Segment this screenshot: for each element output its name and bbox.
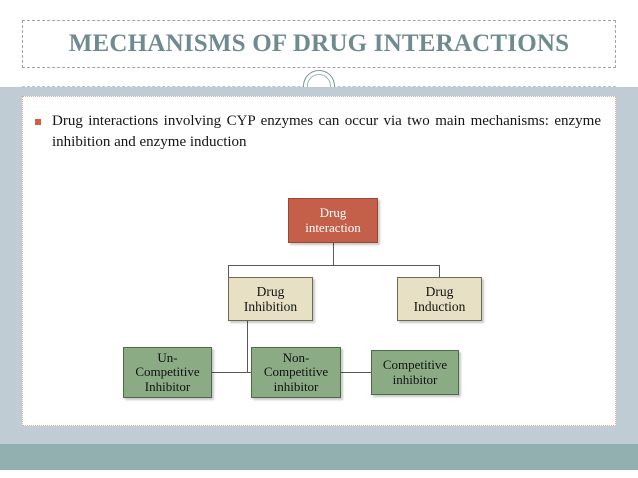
footer-band-white bbox=[0, 470, 638, 478]
connector-drop-induction bbox=[439, 265, 440, 280]
connector-split-bar bbox=[228, 265, 439, 266]
node-drug-induction-line2: Induction bbox=[413, 299, 466, 314]
node-noncompetitive-inhibitor-line2: Competitive bbox=[263, 364, 329, 380]
bullet-item: Drug interactions involving CYP enzymes … bbox=[35, 111, 601, 154]
bullet-square-icon bbox=[35, 119, 41, 125]
content-frame: Drug interactions involving CYP enzymes … bbox=[22, 96, 616, 426]
bullet-text: Drug interactions involving CYP enzymes … bbox=[52, 113, 601, 151]
node-drug-interaction-line2: interaction bbox=[305, 219, 361, 235]
node-noncompetitive-inhibitor-line1: Non- bbox=[282, 349, 310, 365]
node-drug-inhibition-line2: Inhibition bbox=[243, 299, 298, 314]
footer-band-teal bbox=[0, 444, 638, 470]
node-competitive-inhibitor-line2: inhibitor bbox=[392, 371, 438, 387]
node-drug-induction-line1: Drug bbox=[425, 283, 454, 299]
connector-inhibition-stem bbox=[247, 321, 248, 372]
node-uncompetitive-inhibitor-line2: Competitive bbox=[135, 364, 200, 380]
connector-drop-inhibition bbox=[228, 265, 229, 280]
footer-band-light bbox=[0, 435, 638, 444]
title-placeholder: MECHANISMS OF DRUG INTERACTIONS bbox=[22, 20, 616, 68]
node-drug-inhibition-line1: Drug bbox=[256, 283, 285, 299]
node-competitive-inhibitor-line1: Competitive bbox=[382, 356, 448, 372]
page-title: MECHANISMS OF DRUG INTERACTIONS bbox=[68, 30, 570, 57]
node-uncompetitive-inhibitor-line1: Un- bbox=[157, 349, 178, 365]
node-uncompetitive-inhibitor-line3: Inhibitor bbox=[144, 378, 191, 394]
node-drug-interaction-line1: Drug bbox=[319, 204, 347, 220]
connector-root-stem bbox=[333, 243, 334, 265]
node-noncompetitive-inhibitor-line3: inhibitor bbox=[273, 378, 319, 394]
